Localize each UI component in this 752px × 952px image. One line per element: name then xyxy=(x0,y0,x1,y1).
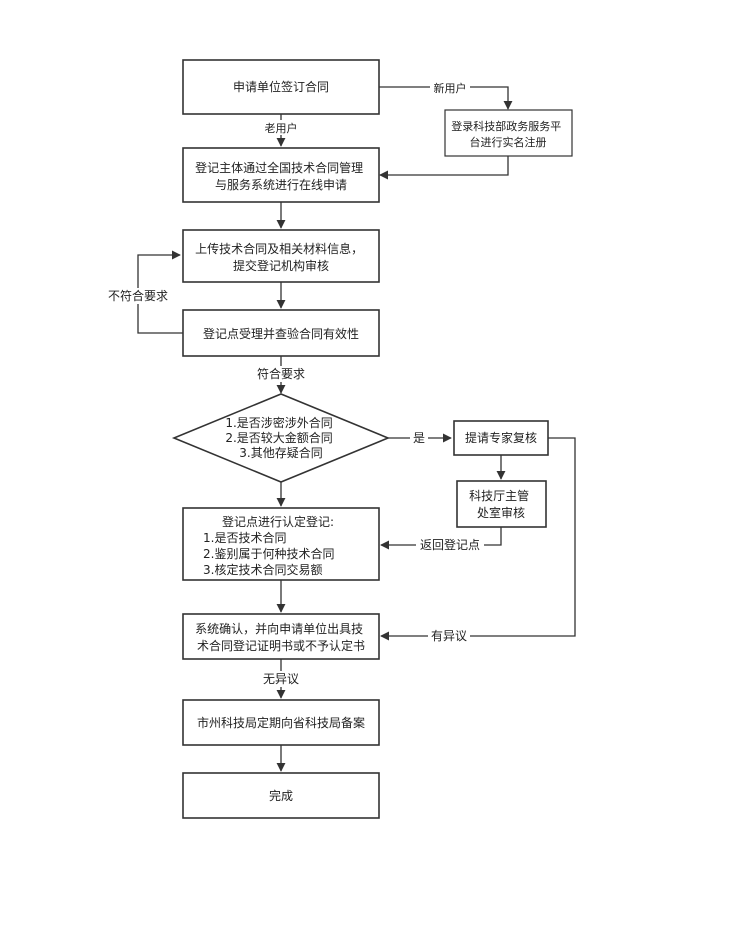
label-yes: 是 xyxy=(413,431,425,445)
node-online-apply: 登记主体通过全国技术合同管理 与服务系统进行在线申请 xyxy=(182,147,380,203)
label-return: 返回登记点 xyxy=(420,537,480,552)
node-apply-text: 申请单位签订合同 xyxy=(233,79,329,94)
node-online-apply-text: 登记主体通过全国技术合同管理 与服务系统进行在线申请 xyxy=(195,160,367,192)
label-old-user: 老用户 xyxy=(265,121,298,135)
label-new-user: 新用户 xyxy=(434,81,467,95)
node-dept-review-text: 科技厅主管 处室审核 xyxy=(469,488,533,520)
node-decision-text: 1.是否涉密涉外合同 2.是否较大金额合同 3.其他存疑合同 xyxy=(225,415,336,460)
node-accept: 登记点受理并查验合同有效性 xyxy=(182,309,380,357)
node-accept-text: 登记点受理并查验合同有效性 xyxy=(203,326,359,341)
node-upload: 上传技术合同及相关材料信息， 提交登记机构审核 xyxy=(182,229,380,283)
node-register-platform-text: 登录科技部政务服务平 台进行实名注册 xyxy=(451,119,565,149)
edge-labels: 新用户 老用户 不符合要求 符合要求 是 返回登记点 有异议 无异议 xyxy=(104,80,484,687)
node-file: 市州科技局定期向省科技局备案 xyxy=(182,699,380,746)
node-done: 完成 xyxy=(182,772,380,819)
edge-apply-to-register xyxy=(379,86,513,110)
node-dept-review: 科技厅主管 处室审核 xyxy=(456,480,547,528)
node-confirm: 系统确认，并向申请单位出具技 术合同登记证明书或不予认定书 xyxy=(182,613,380,660)
label-objection: 有异议 xyxy=(431,629,467,643)
edge-register-to-online xyxy=(379,156,509,180)
node-decision: 1.是否涉密涉外合同 2.是否较大金额合同 3.其他存疑合同 xyxy=(171,393,391,483)
label-no-objection: 无异议 xyxy=(263,672,299,686)
label-compliant: 符合要求 xyxy=(257,366,305,381)
node-register-platform: 登录科技部政务服务平 台进行实名注册 xyxy=(444,109,573,157)
node-expert: 提请专家复核 xyxy=(453,420,549,456)
node-confirm-text: 系统确认，并向申请单位出具技 术合同登记证明书或不予认定书 xyxy=(195,621,367,653)
node-done-text: 完成 xyxy=(269,788,293,803)
edge-expert-to-confirm xyxy=(380,437,576,641)
label-not-compliant: 不符合要求 xyxy=(108,288,168,303)
node-certify: 登记点进行认定登记: 1.是否技术合同 2.鉴别属于何种技术合同 3.核定技术合… xyxy=(182,507,380,581)
node-file-text: 市州科技局定期向省科技局备案 xyxy=(197,715,365,730)
node-upload-text: 上传技术合同及相关材料信息， 提交登记机构审核 xyxy=(195,241,367,273)
node-apply: 申请单位签订合同 xyxy=(182,59,380,115)
node-expert-text: 提请专家复核 xyxy=(465,430,537,445)
node-certify-text: 登记点进行认定登记: 1.是否技术合同 2.鉴别属于何种技术合同 3.核定技术合… xyxy=(203,514,338,577)
